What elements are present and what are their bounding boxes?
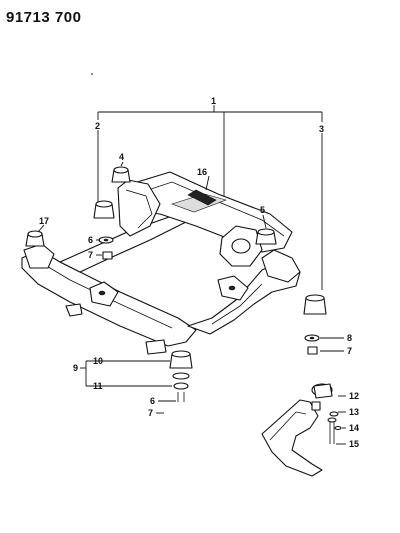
strap-item-16 — [187, 189, 217, 206]
callout-3: 3 — [319, 124, 324, 134]
document-code: 91713 700 — [6, 9, 82, 26]
callout-17: 17 — [39, 216, 49, 226]
washer-item-6-lower — [177, 392, 185, 402]
bushing-item-2-lower — [93, 200, 115, 219]
callout-13: 13 — [349, 407, 359, 417]
bushing-item-4 — [111, 166, 131, 183]
callout-8: 8 — [347, 333, 352, 343]
nut-item-7-right — [307, 346, 318, 355]
nut-item-7-upper — [102, 251, 113, 260]
callout-9: 9 — [73, 363, 78, 373]
callout-7-right: 7 — [347, 346, 352, 356]
callout-11: 11 — [93, 381, 103, 391]
callout-2: 2 — [95, 121, 100, 131]
callout-6-lower: 6 — [150, 396, 155, 406]
lower-control-arm — [261, 383, 342, 477]
callout-6-upper: 6 — [88, 235, 93, 245]
callout-5: 5 — [260, 205, 265, 215]
bushing-item-10 — [169, 350, 193, 369]
washer-item-6-upper — [98, 236, 114, 244]
bushing-item-5 — [255, 228, 277, 245]
callout-16: 16 — [197, 167, 207, 177]
speck — [91, 73, 93, 75]
callout-14: 14 — [349, 423, 359, 433]
washer-item-8 — [304, 334, 320, 342]
crossmember-frame — [21, 171, 301, 355]
bushing-item-11 — [172, 372, 190, 390]
callout-12: 12 — [349, 391, 359, 401]
bushing-item-3-lower — [303, 294, 327, 315]
callout-7-upper: 7 — [88, 250, 93, 260]
callout-4: 4 — [119, 152, 124, 162]
leader-lines — [37, 161, 346, 445]
callout-1: 1 — [211, 96, 216, 106]
callout-labels: 1 2 3 4 16 5 17 6 7 8 7 9 10 11 6 7 12 1… — [39, 96, 359, 449]
callout-7-lower: 7 — [148, 408, 153, 418]
callout-10: 10 — [93, 356, 103, 366]
bushing-item-17 — [25, 230, 45, 247]
callout-15: 15 — [349, 439, 359, 449]
